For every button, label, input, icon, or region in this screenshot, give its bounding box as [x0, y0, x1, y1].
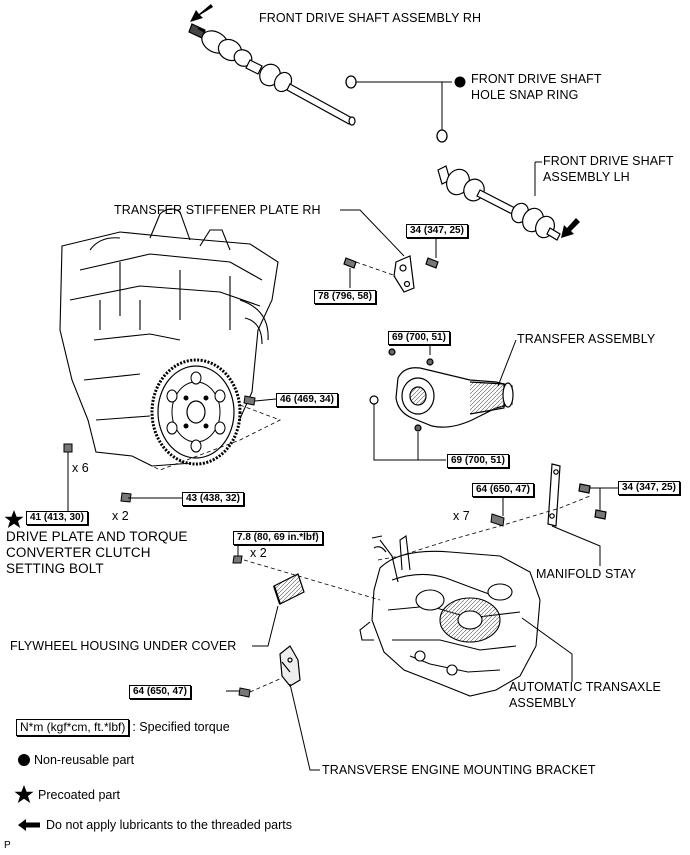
- multiplier-x6: x 6: [72, 461, 89, 475]
- precoated-star-drive-plate: [4, 510, 24, 528]
- transfer-assembly-illustration: [369, 348, 514, 432]
- non-reusable-dot-snap: [454, 76, 466, 88]
- label-drive-plate-line2: CONVERTER CLUTCH: [6, 545, 151, 560]
- legend-precoated: Precoated part: [38, 788, 120, 802]
- label-drive-plate-line1: DRIVE PLATE AND TORQUE: [6, 529, 188, 544]
- multiplier-x7: x 7: [453, 509, 470, 523]
- label-snap-ring-line2: HOLE SNAP RING: [471, 88, 579, 102]
- arrow-icon: [18, 819, 40, 831]
- mounting-bracket-illustration: [279, 645, 301, 687]
- label-transaxle-line2: ASSEMBLY: [509, 696, 577, 710]
- torque-stiffener-lower: 78 (796, 58): [314, 290, 376, 304]
- label-front-drive-shaft-rh: FRONT DRIVE SHAFT ASSEMBLY RH: [259, 11, 482, 25]
- legend-torque-box: N*m (kgf*cm, ft.*lbf): [16, 719, 130, 736]
- torque-stiffener-upper: 34 (347, 25): [406, 224, 468, 238]
- automatic-transaxle-illustration: [359, 535, 541, 697]
- drive-plate-illustration: [150, 358, 242, 466]
- label-drive-plate-line3: SETTING BOLT: [6, 561, 104, 576]
- snap-ring-illustration: [345, 75, 448, 143]
- torque-manifold-stay-bolt: 34 (347, 25): [618, 481, 680, 495]
- multiplier-x2-cover: x 2: [250, 546, 267, 560]
- legend-torque-text: : Specified torque: [132, 720, 230, 734]
- torque-bolt-x2: 43 (438, 32): [182, 492, 244, 506]
- torque-transfer-upper: 69 (700, 51): [388, 331, 450, 345]
- star-icon: [14, 785, 34, 803]
- label-mounting-bracket: TRANSVERSE ENGINE MOUNTING BRACKET: [322, 763, 596, 777]
- torque-flywheel-bolt: 46 (469, 34): [276, 393, 338, 407]
- label-manifold-stay: MANIFOLD STAY: [536, 567, 637, 581]
- legend-no-lubricant: Do not apply lubricants to the threaded …: [46, 818, 292, 832]
- torque-transfer-lower: 69 (700, 51): [447, 454, 509, 468]
- label-transfer-stiffener: TRANSFER STIFFENER PLATE RH: [114, 203, 321, 217]
- transfer-stiffener-illustration: [343, 255, 439, 293]
- front-drive-shaft-lh-illustration: [437, 165, 561, 241]
- engine-bolts-illustration: [63, 395, 256, 503]
- page-code: P: [4, 840, 11, 851]
- label-snap-ring-line1: FRONT DRIVE SHAFT: [471, 72, 602, 86]
- label-transaxle-line1: AUTOMATIC TRANSAXLE: [509, 680, 661, 694]
- multiplier-x2-engine: x 2: [112, 509, 129, 523]
- label-transfer-assembly: TRANSFER ASSEMBLY: [517, 332, 656, 346]
- no-lubricant-arrow-lh: [561, 218, 580, 238]
- torque-transaxle-bolt: 64 (650, 47): [472, 483, 534, 497]
- label-flywheel-cover: FLYWHEEL HOUSING UNDER COVER: [10, 639, 237, 653]
- front-drive-shaft-rh-illustration: [188, 23, 356, 126]
- no-lubricant-arrow-rh: [190, 4, 213, 22]
- label-front-drive-shaft-lh-line2: ASSEMBLY LH: [543, 170, 630, 184]
- legend-non-reusable: Non-reusable part: [34, 753, 135, 767]
- manifold-stay-illustration: [547, 463, 607, 527]
- legend-specified-torque: N*m (kgf*cm, ft.*lbf) : Specified torque: [16, 719, 230, 736]
- label-front-drive-shaft-lh-line1: FRONT DRIVE SHAFT: [543, 154, 674, 168]
- torque-drive-plate-bolt: 41 (413, 30): [26, 511, 88, 525]
- filled-circle-icon: [18, 754, 30, 766]
- flywheel-cover-illustration: [273, 573, 305, 605]
- torque-bracket-bolt: 64 (650, 47): [129, 685, 191, 699]
- torque-cover-bolt: 7.8 (80, 69 in.*lbf): [233, 531, 323, 545]
